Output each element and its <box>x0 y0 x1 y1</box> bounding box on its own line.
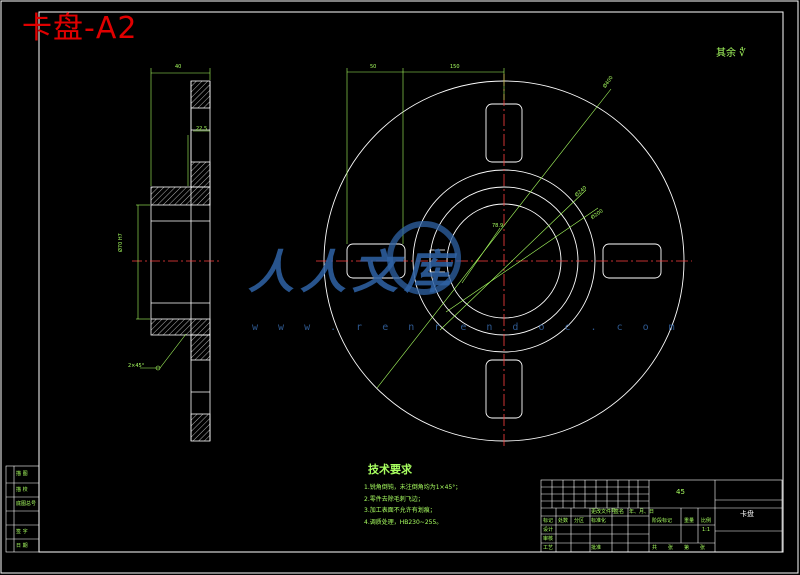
flange-upper-hatch <box>190 80 211 109</box>
inner-frame <box>38 11 784 553</box>
tech-requirements-title: 技术要求 <box>368 463 412 476</box>
tech-note: 2.零件去除毛刺飞边； <box>364 495 424 503</box>
left-col-label: 描 校 <box>16 487 28 493</box>
drawing-title: 卡盘-A2 <box>22 11 138 46</box>
tech-note: 3.加工表面不允许有划痕； <box>364 507 436 514</box>
dim-side-bore: Ø70 H7 <box>118 233 124 252</box>
tb-label: 工艺 <box>543 545 554 551</box>
title-block <box>540 479 783 553</box>
left-col-label: 签 字 <box>16 529 28 535</box>
front-view <box>316 68 692 448</box>
surface-finish-note: 其余 ∜ <box>716 48 746 59</box>
flange-lower-step <box>190 334 211 361</box>
left-col-label: 日 期 <box>16 543 28 549</box>
hub-lower-hatch <box>150 318 211 336</box>
left-revision-column <box>5 465 40 553</box>
tb-label: 张 <box>668 545 674 551</box>
dim-bore-label: 78.9 <box>492 223 504 229</box>
watermark-url: w w w . r e n r e n d o c . c o m <box>252 322 682 333</box>
slot-top <box>485 103 523 163</box>
tb-label: 张 <box>700 545 706 551</box>
tb-label: 签名 <box>614 509 625 515</box>
tb-label: 标准化 <box>591 518 607 524</box>
tb-label: 更改文件号 <box>591 509 617 515</box>
dim-front-right: 150 <box>450 64 460 70</box>
dim-side-step: 22.5 <box>196 126 208 132</box>
dim-side-chamfer: 2×45° <box>128 363 145 369</box>
tb-label: 第 <box>684 545 690 551</box>
left-col-label: 描 图 <box>16 471 28 477</box>
tech-note: 1.锐角倒钝，未注倒角均为1×45°； <box>364 484 462 491</box>
dim-front-left: 50 <box>370 64 377 70</box>
hub-upper-hatch <box>150 186 211 206</box>
side-section-view <box>132 68 222 442</box>
tb-label: 审核 <box>543 536 554 542</box>
tb-label: 标记 <box>543 518 554 524</box>
watermark-ring <box>387 221 461 295</box>
tb-label: 处数 <box>558 518 569 524</box>
tech-note: 4.调质处理，HB230~255。 <box>364 518 443 526</box>
tb-label: 批准 <box>591 545 602 551</box>
tb-label: 比例 <box>701 518 712 524</box>
tb-label: 共 <box>652 545 658 551</box>
tb-label: 设计 <box>543 527 554 533</box>
flange-lower-hatch <box>190 413 211 442</box>
tb-label: 阶段标记 <box>652 518 673 524</box>
dim-side-top: 40 <box>175 64 182 70</box>
tb-label: 重量 <box>684 518 695 524</box>
watermark-text: 人人文库 <box>248 245 456 299</box>
material-label: 45 <box>676 488 685 496</box>
tb-label: 年、月、日 <box>629 509 655 515</box>
tb-label: 分区 <box>574 518 585 524</box>
tech-requirements-list: 1.锐角倒钝，未注倒角均为1×45°； 2.零件去除毛刺飞边； 3.加工表面不允… <box>364 482 461 528</box>
flange-upper-step <box>190 161 211 188</box>
tb-scale: 1:1 <box>702 527 711 533</box>
left-col-label: 底图总号 <box>16 501 37 507</box>
part-name-label: 卡盘 <box>740 510 754 518</box>
